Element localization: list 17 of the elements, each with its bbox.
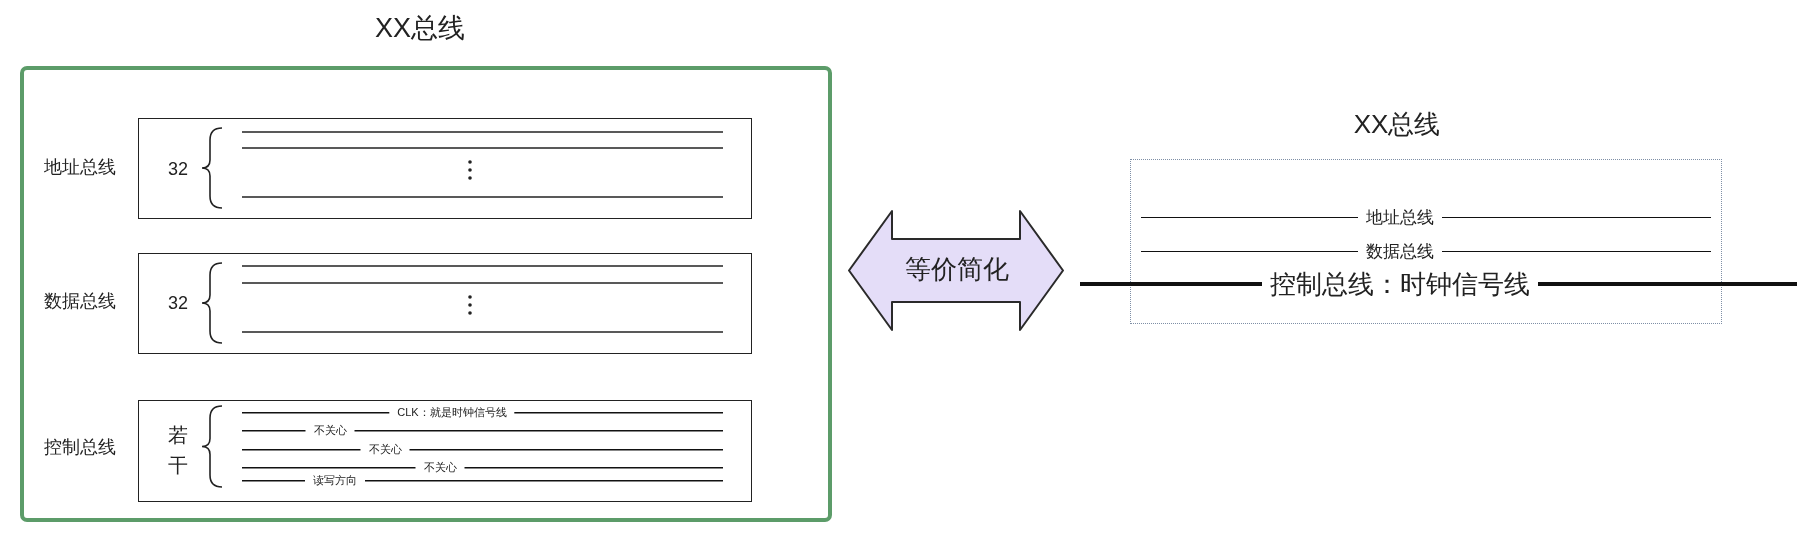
double-arrow — [847, 209, 1065, 332]
bus-label: 地址总线 — [44, 157, 116, 179]
bus-label: 数据总线 — [44, 291, 116, 313]
line-label: 不关心 — [360, 443, 410, 457]
line-label: CLK：就是时钟信号线 — [389, 406, 515, 420]
bus-title: XX总线 — [375, 11, 465, 45]
line-count: 32 — [168, 293, 188, 315]
line-label: 地址总线 — [1358, 207, 1442, 229]
line-count: 32 — [168, 159, 188, 181]
bus-label: 控制总线 — [44, 437, 116, 459]
line-label: 不关心 — [305, 424, 355, 438]
line-label: 不关心 — [415, 461, 465, 475]
line-label: 数据总线 — [1358, 241, 1442, 263]
line-count: 若干 — [168, 423, 188, 478]
line-label: 读写方向 — [305, 474, 365, 488]
bus-title: XX总线 — [1353, 109, 1441, 141]
arrow-label: 等价简化 — [905, 254, 1009, 286]
